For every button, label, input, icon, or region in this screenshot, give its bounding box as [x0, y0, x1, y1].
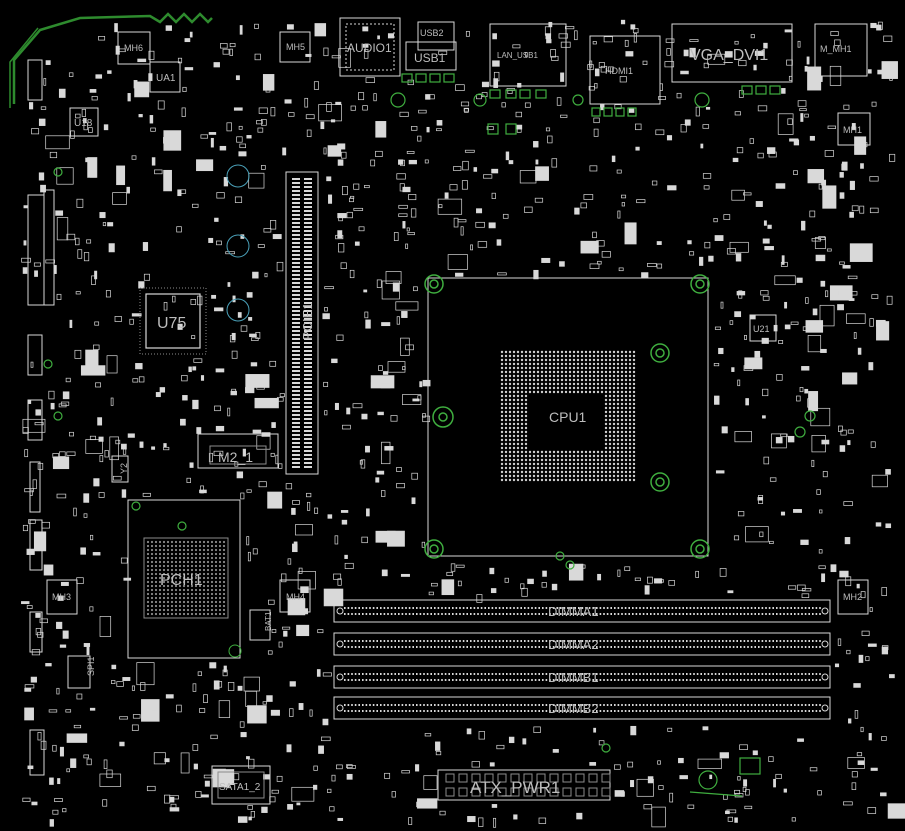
svg-text:U75: U75 — [157, 315, 186, 332]
mh6-label: MH6 — [124, 43, 143, 53]
dimm-slots: DIMMA1 DIMMA2 DIMMB1 DIMMB2 — [333, 599, 831, 720]
component-field — [21, 19, 905, 828]
vga-dvi-connector — [671, 23, 793, 83]
mh5-label: MH5 — [286, 42, 305, 52]
usb1-connector — [405, 41, 457, 71]
usb1-label: USB1 — [414, 51, 446, 65]
usb2-connector — [417, 21, 455, 51]
copper-trace — [12, 12, 213, 104]
dimmb2-label: DIMMB2 — [548, 701, 599, 716]
cpu-socket: CPU1 — [424, 274, 710, 559]
dimma2-label: DIMMA2 — [548, 637, 599, 652]
lan-usb-connector — [489, 23, 567, 87]
audio1-label: AUDIO1 — [347, 41, 392, 55]
mh1-label: MH1 — [843, 125, 862, 135]
hdmi1-label: HDMI1 — [605, 66, 633, 76]
u21-label: U21 — [753, 324, 770, 334]
svg-text:PCIE1: PCIE1 — [300, 302, 315, 340]
svg-text:PCH1: PCH1 — [160, 572, 203, 589]
dimmb1-label: DIMMB1 — [548, 670, 599, 685]
mounting-holes — [226, 164, 250, 322]
dimma1-label: DIMMA1 — [548, 604, 599, 619]
m-mh1-label: M_MH1 — [820, 44, 852, 54]
bat1-label: BAT1 — [264, 611, 273, 631]
y2-label: Y2 — [119, 463, 129, 474]
u75-chip: U75 — [139, 287, 207, 355]
u18-label: U18 — [74, 118, 93, 129]
audio-connector — [339, 17, 401, 77]
mh3-label: MH3 — [52, 592, 71, 602]
svg-text:CPU1: CPU1 — [549, 409, 587, 425]
lan-usb1-label: LAN_USB1 — [497, 51, 538, 60]
ua1-label: UA1 — [156, 73, 176, 84]
mh4-label: MH4 — [286, 592, 305, 602]
svg-text:ATX_PWR1: ATX_PWR1 — [470, 778, 560, 797]
sata-label: SATA1_2 — [219, 782, 261, 793]
m2-label: M2_1 — [218, 449, 253, 465]
spi1-label: SPI1 — [86, 656, 96, 676]
mh2-label: MH2 — [843, 592, 862, 602]
vga-dvi1-label: VGA_DVI1 — [690, 47, 768, 64]
atx-power-connector: ATX_PWR1 — [437, 769, 611, 801]
pch-chip: PCH1 — [127, 499, 241, 659]
hdmi-connector — [589, 35, 661, 105]
usb2-label: USB2 — [420, 28, 444, 38]
pcie-slot: PCIE1 — [285, 171, 319, 475]
